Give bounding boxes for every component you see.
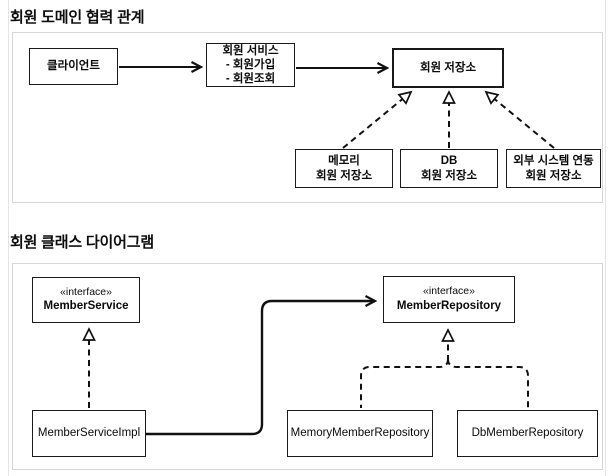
- node-db-member-store-line2: 회원 저장소: [420, 169, 478, 182]
- node-external-system-member-store: 외부 시스템 연동 회원 저장소: [506, 149, 601, 188]
- node-external-system-member-store-line1: 외부 시스템 연동: [513, 154, 594, 167]
- node-memberrepository-interface: «interface» MemberRepository: [383, 276, 515, 323]
- node-memory-member-store: 메모리 회원 저장소: [295, 149, 393, 188]
- section-title-domain-collaboration: 회원 도메인 협력 관계: [10, 9, 145, 26]
- dbmemberrepository-name: DbMemberRepository: [471, 427, 584, 440]
- content-frame: [8, 0, 606, 476]
- node-client: 클라이언트: [29, 48, 118, 85]
- memberservice-stereotype: «interface»: [60, 285, 112, 298]
- node-dbmemberrepository: DbMemberRepository: [457, 410, 598, 457]
- node-member-store-label: 회원 저장소: [419, 61, 477, 74]
- memberservice-name: MemberService: [43, 300, 129, 313]
- node-db-member-store: DB 회원 저장소: [400, 149, 498, 188]
- node-memberservice-interface: «interface» MemberService: [32, 277, 140, 323]
- memberserviceimpl-name: MemberServiceImpl: [37, 427, 141, 440]
- node-db-member-store-line1: DB: [440, 154, 458, 167]
- node-memory-member-store-line2: 회원 저장소: [315, 169, 373, 182]
- node-memory-member-store-line1: 메모리: [328, 154, 360, 167]
- node-external-system-member-store-line2: 회원 저장소: [525, 169, 582, 182]
- memberrepository-stereotype: «interface»: [423, 285, 475, 298]
- node-member-service-title: 회원 서비스: [222, 44, 279, 57]
- node-member-service-item-find: - 회원조회: [225, 73, 276, 86]
- node-member-store: 회원 저장소: [392, 48, 504, 88]
- memorymemberrepository-name: MemoryMemberRepository: [290, 427, 430, 440]
- section-title-class-diagram: 회원 클래스 다이어그램: [10, 234, 154, 251]
- node-memberserviceimpl: MemberServiceImpl: [32, 410, 146, 457]
- node-member-service-item-join: - 회원가입: [225, 59, 276, 71]
- node-memorymemberrepository: MemoryMemberRepository: [287, 410, 433, 457]
- node-client-label: 클라이언트: [47, 60, 100, 73]
- node-member-service: 회원 서비스 - 회원가입 - 회원조회: [206, 43, 295, 87]
- memberrepository-name: MemberRepository: [396, 299, 502, 312]
